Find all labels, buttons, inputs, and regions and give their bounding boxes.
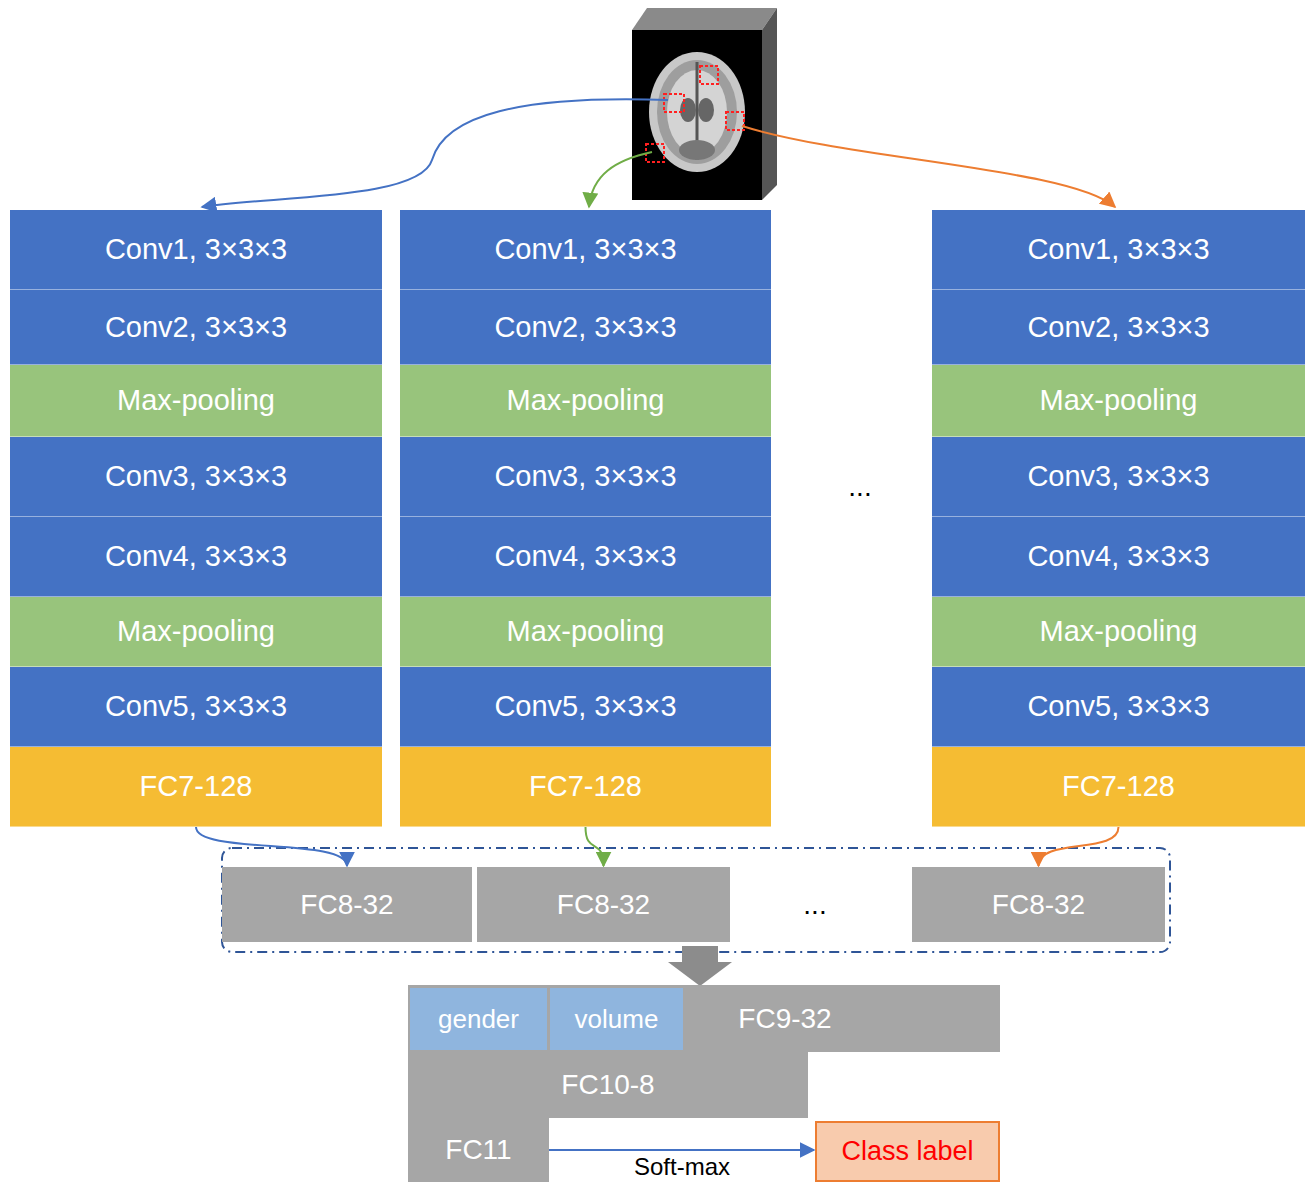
merge-arrow bbox=[668, 946, 732, 986]
layer-label: Conv5, 3×3×3 bbox=[1027, 690, 1209, 723]
layer-label: FC8-32 bbox=[300, 889, 393, 921]
conv-layer: Conv3, 3×3×3 bbox=[10, 437, 382, 517]
fc-layer: FC10-8 bbox=[408, 1052, 808, 1118]
ellipsis: ... bbox=[848, 471, 871, 503]
conv-layer: Conv2, 3×3×3 bbox=[10, 290, 382, 365]
layer-label: Conv4, 3×3×3 bbox=[105, 540, 287, 573]
layer-label: Conv1, 3×3×3 bbox=[105, 233, 287, 266]
conv-layer: Conv4, 3×3×3 bbox=[400, 517, 771, 597]
fc-layer: FC9-32 gender volume bbox=[408, 985, 1000, 1052]
fc-layer: FC7-128 bbox=[932, 747, 1305, 827]
patch-arrow bbox=[202, 99, 668, 207]
layer-label: volume bbox=[575, 1004, 659, 1035]
layer-label: FC9-32 bbox=[738, 1003, 831, 1035]
connector bbox=[549, 1149, 814, 1151]
conv-layer: Conv5, 3×3×3 bbox=[400, 667, 771, 747]
connector bbox=[586, 827, 604, 866]
conv-layer: Conv5, 3×3×3 bbox=[932, 667, 1305, 747]
layer-label: Conv1, 3×3×3 bbox=[494, 233, 676, 266]
layer-label: Conv3, 3×3×3 bbox=[105, 460, 287, 493]
output-box: Class label bbox=[815, 1121, 1000, 1182]
conv-layer: Conv4, 3×3×3 bbox=[932, 517, 1305, 597]
patch-arrow bbox=[589, 152, 652, 207]
conv-layer: Conv1, 3×3×3 bbox=[932, 210, 1305, 290]
conv-layer: Conv2, 3×3×3 bbox=[932, 290, 1305, 365]
conv-layer: Conv3, 3×3×3 bbox=[400, 437, 771, 517]
connector bbox=[196, 827, 347, 866]
layer-label: Conv4, 3×3×3 bbox=[494, 540, 676, 573]
layer-label: Conv2, 3×3×3 bbox=[105, 311, 287, 344]
layer-label: FC8-32 bbox=[992, 889, 1085, 921]
input-feature: volume bbox=[550, 988, 683, 1050]
input-feature: gender bbox=[410, 988, 547, 1050]
layer-label: gender bbox=[438, 1004, 519, 1035]
fc-layer: FC11 bbox=[408, 1118, 549, 1182]
layer-label: FC10-8 bbox=[561, 1069, 654, 1101]
layer-label: Max-pooling bbox=[1040, 615, 1198, 648]
conv-layer: Conv1, 3×3×3 bbox=[10, 210, 382, 290]
patch-arrow bbox=[742, 126, 1115, 207]
layer-label: FC11 bbox=[445, 1134, 511, 1166]
layer-label: Max-pooling bbox=[507, 384, 665, 417]
fc-layer: FC8-32 bbox=[912, 867, 1165, 942]
pooling-layer: Max-pooling bbox=[932, 365, 1305, 437]
layer-label: Class label bbox=[841, 1136, 973, 1167]
fc-layer: FC7-128 bbox=[10, 747, 382, 827]
edge-label: Soft-max bbox=[634, 1153, 730, 1181]
layer-label: Conv1, 3×3×3 bbox=[1027, 233, 1209, 266]
layer-label: Conv4, 3×3×3 bbox=[1027, 540, 1209, 573]
layer-label: Max-pooling bbox=[117, 615, 275, 648]
layer-label: FC8-32 bbox=[557, 889, 650, 921]
connector bbox=[1039, 827, 1119, 866]
layer-label: FC7-128 bbox=[140, 770, 253, 803]
pooling-layer: Max-pooling bbox=[10, 365, 382, 437]
brain-volume bbox=[632, 8, 777, 200]
layer-label: Conv3, 3×3×3 bbox=[494, 460, 676, 493]
layer-label: Conv2, 3×3×3 bbox=[494, 311, 676, 344]
pooling-layer: Max-pooling bbox=[400, 365, 771, 437]
layer-label: Max-pooling bbox=[1040, 384, 1198, 417]
fc-layer: FC8-32 bbox=[477, 867, 730, 942]
ellipsis: ... bbox=[803, 889, 826, 921]
pooling-layer: Max-pooling bbox=[932, 597, 1305, 667]
fc-layer: FC8-32 bbox=[222, 867, 472, 942]
conv-layer: Conv1, 3×3×3 bbox=[400, 210, 771, 290]
pooling-layer: Max-pooling bbox=[400, 597, 771, 667]
conv-layer: Conv5, 3×3×3 bbox=[10, 667, 382, 747]
conv-layer: Conv4, 3×3×3 bbox=[10, 517, 382, 597]
layer-label: Conv5, 3×3×3 bbox=[494, 690, 676, 723]
concat-group bbox=[222, 848, 1170, 952]
layer-label: Max-pooling bbox=[117, 384, 275, 417]
conv-layer: Conv2, 3×3×3 bbox=[400, 290, 771, 365]
pooling-layer: Max-pooling bbox=[10, 597, 382, 667]
layer-label: Conv3, 3×3×3 bbox=[1027, 460, 1209, 493]
layer-label: Conv2, 3×3×3 bbox=[1027, 311, 1209, 344]
layer-label: FC7-128 bbox=[529, 770, 642, 803]
layer-label: Conv5, 3×3×3 bbox=[105, 690, 287, 723]
fc-layer: FC7-128 bbox=[400, 747, 771, 827]
layer-label: Max-pooling bbox=[507, 615, 665, 648]
layer-label: FC7-128 bbox=[1062, 770, 1175, 803]
conv-layer: Conv3, 3×3×3 bbox=[932, 437, 1305, 517]
